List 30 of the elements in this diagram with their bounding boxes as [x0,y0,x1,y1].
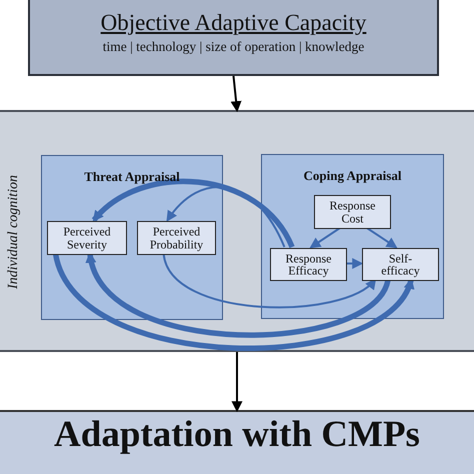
arrow [166,186,286,248]
capacity-box [28,0,439,76]
process-box [314,195,391,229]
arrow [92,178,295,248]
process-box [362,248,439,281]
arrow [346,258,364,269]
arrow [232,352,242,412]
cognition-band [0,110,474,352]
box-label: Perceived Probability [148,225,204,251]
panel-heading: Coping Appraisal [302,169,402,183]
subheading: time | technology | size of operation | knowledge [102,40,366,54]
box-label: Perceived Severity [62,225,112,251]
appraisal-panel [261,154,444,319]
panel-heading: Threat Appraisal [83,170,181,184]
process-box [47,221,127,255]
arrow [366,227,398,248]
box-label: Response Efficacy [284,252,332,278]
heading: Objective Adaptive Capacity [100,11,368,36]
arrow [230,76,242,112]
outcome-heading: Adaptation with CMPs [53,416,421,455]
band-label: Individual cognition [7,174,22,291]
appraisal-panel [41,155,223,320]
arrow [310,227,340,248]
arrow [53,253,414,351]
box-label: Response Cost [328,199,376,225]
arrow [162,254,376,308]
process-box [270,248,347,281]
process-box [137,221,216,255]
outcome-box [0,410,474,474]
box-label: Self-efficacy [380,252,421,278]
